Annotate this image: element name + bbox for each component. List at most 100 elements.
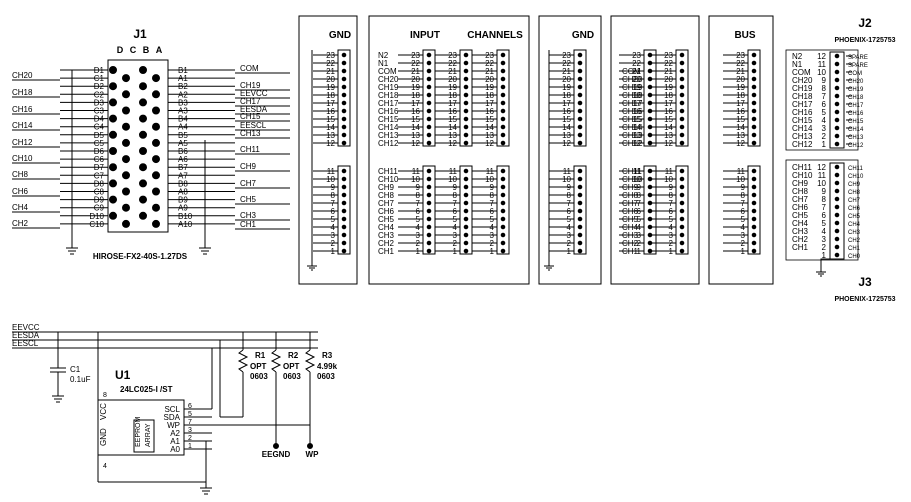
u1-pin-name: A2 xyxy=(170,429,180,438)
hdr-mid-b-pin-num: 23 xyxy=(664,51,673,60)
hdr-mid-a-pin-num: 13 xyxy=(632,131,641,140)
j1-pin-dot xyxy=(122,187,130,196)
hdr-gnd1-pin xyxy=(341,92,347,98)
hdr-bus-pin-num: 2 xyxy=(741,239,746,248)
hdr-mid-a-pin xyxy=(647,140,653,146)
box-bus xyxy=(708,15,774,285)
hdr-mid-b-pin-num: 16 xyxy=(664,107,673,116)
j2-pin-dot xyxy=(834,141,840,147)
j1-pin-label: B5 xyxy=(178,131,188,140)
u1-pin-name: A1 xyxy=(170,437,180,446)
hdr-in-b-pin xyxy=(463,168,469,174)
j1-pin-dot xyxy=(109,211,117,220)
j1-pin-label: A6 xyxy=(178,155,188,164)
hdr-mid-b-pin-num: 1 xyxy=(669,247,674,256)
hdr-gnd2-pin-num: 19 xyxy=(562,83,571,92)
hdr-gnd1-pin-num: 6 xyxy=(331,207,336,216)
j1-right-net: CH11 xyxy=(240,145,260,154)
hdr-in-c-pin xyxy=(500,92,506,98)
hdr-in-c-pin xyxy=(500,168,506,174)
j3-gnd-wire xyxy=(820,258,830,268)
mid-net: CH9 xyxy=(622,183,639,192)
hdr-gnd2-pin-num: 2 xyxy=(567,239,572,248)
j3-pin: 1 xyxy=(822,251,827,260)
hdr-gnd1-pin xyxy=(341,232,347,238)
hdr-in-b-pin-num: 19 xyxy=(448,83,457,92)
j3-net: CH4 xyxy=(792,219,809,228)
hdr-in-c-pin-num: 7 xyxy=(490,199,495,208)
hdr-mid-b-pin xyxy=(679,92,685,98)
hdr-in-a-pin-num: 13 xyxy=(411,131,420,140)
hdr-in-a-pin-num: 8 xyxy=(416,191,421,200)
hdr-in-b-pin xyxy=(463,92,469,98)
j1-left-net: CH6 xyxy=(12,187,29,196)
hdr-gnd2-pin xyxy=(577,108,583,114)
j1-pin-dot xyxy=(152,219,160,228)
hdr-gnd1-pin-num: 22 xyxy=(326,59,335,68)
hdr-bus-pin-num: 3 xyxy=(741,231,746,240)
hdr-mid-b-pin xyxy=(679,232,685,238)
hdr-bus-pin-num: 17 xyxy=(736,99,745,108)
hdr-gnd2-pin xyxy=(577,216,583,222)
hdr-gnd2-pin-num: 21 xyxy=(562,67,571,76)
hdr-in-a-pin-num: 17 xyxy=(411,99,420,108)
hdr-mid-b-pin xyxy=(679,68,685,74)
hdr-in-a-pin xyxy=(426,132,432,138)
input-net: CH5 xyxy=(378,215,395,224)
hdr-bus-pin-num: 13 xyxy=(736,131,745,140)
hdr-bus-pin-num: 7 xyxy=(741,199,746,208)
hdr-in-b-pin xyxy=(463,184,469,190)
mid-net: CH16 xyxy=(622,107,643,116)
hdr-in-a-pin xyxy=(426,84,432,90)
hdr-mid-a-pin xyxy=(647,224,653,230)
hdr-gnd2-pin xyxy=(577,192,583,198)
c1-ref: C1 xyxy=(70,365,81,374)
j3-pin: 9 xyxy=(822,187,827,196)
hdr-in-c-pin-num: 12 xyxy=(485,139,494,148)
hdr-in-b-pin xyxy=(463,52,469,58)
j1-pin-label: D10 xyxy=(89,212,104,221)
hdr-gnd1-pin xyxy=(341,116,347,122)
j2-net: N1 xyxy=(792,60,803,69)
j1-pin-label: A10 xyxy=(178,220,193,229)
hdr-mid-b-pin-num: 12 xyxy=(664,139,673,148)
j1-right-net: COM xyxy=(240,64,259,73)
j1-pin-label: A9 xyxy=(178,204,188,213)
hdr-mid-b-pin xyxy=(679,60,685,66)
u1-array-label: ARRAY xyxy=(145,423,152,447)
j1-pin-dot xyxy=(152,106,160,115)
eeprom-net: EESDA xyxy=(12,331,40,340)
j1-pin-dot xyxy=(122,106,130,115)
hdr-mid-a-pin xyxy=(647,84,653,90)
hdr-in-a-pin-num: 22 xyxy=(411,59,420,68)
hdr-mid-b-pin xyxy=(679,208,685,214)
hdr-in-a-pin-num: 18 xyxy=(411,91,420,100)
hdr-bus-pin xyxy=(751,208,757,214)
hdr-in-c-pin xyxy=(500,132,506,138)
hdr-gnd2-pin-num: 6 xyxy=(567,207,572,216)
hdr-gnd2-pin-num: 8 xyxy=(567,191,572,200)
j2-label: CH12 xyxy=(848,143,864,149)
hdr-bus-pin-num: 18 xyxy=(736,91,745,100)
hdr-mid-a-pin xyxy=(647,100,653,106)
j1-pin-dot xyxy=(122,203,130,212)
hdr-in-b-pin xyxy=(463,232,469,238)
j3-pin-dot xyxy=(834,212,840,218)
hdr-bus-pin-num: 9 xyxy=(741,183,746,192)
box-input-channels xyxy=(368,15,530,285)
j1-left-net: CH4 xyxy=(12,203,29,212)
j1-pin-dot xyxy=(109,66,117,74)
j3-pin: 2 xyxy=(822,243,827,252)
j1-pin-label: D7 xyxy=(94,163,105,172)
hdr-in-a-pin-num: 14 xyxy=(411,123,420,132)
hdr-mid-b-pin-num: 9 xyxy=(669,183,674,192)
j1-pin-label: A2 xyxy=(178,90,188,99)
j1-pin-dot xyxy=(122,155,130,164)
j1-ref: J1 xyxy=(133,27,147,41)
j1-pin-label: A4 xyxy=(178,123,188,132)
hdr-mid-b-pin xyxy=(679,140,685,146)
u1-pin-num: 5 xyxy=(188,411,192,418)
mid-net: CH19 xyxy=(622,83,643,92)
hdr-gnd1-pin-num: 12 xyxy=(326,139,335,148)
j3-net: CH7 xyxy=(792,195,809,204)
